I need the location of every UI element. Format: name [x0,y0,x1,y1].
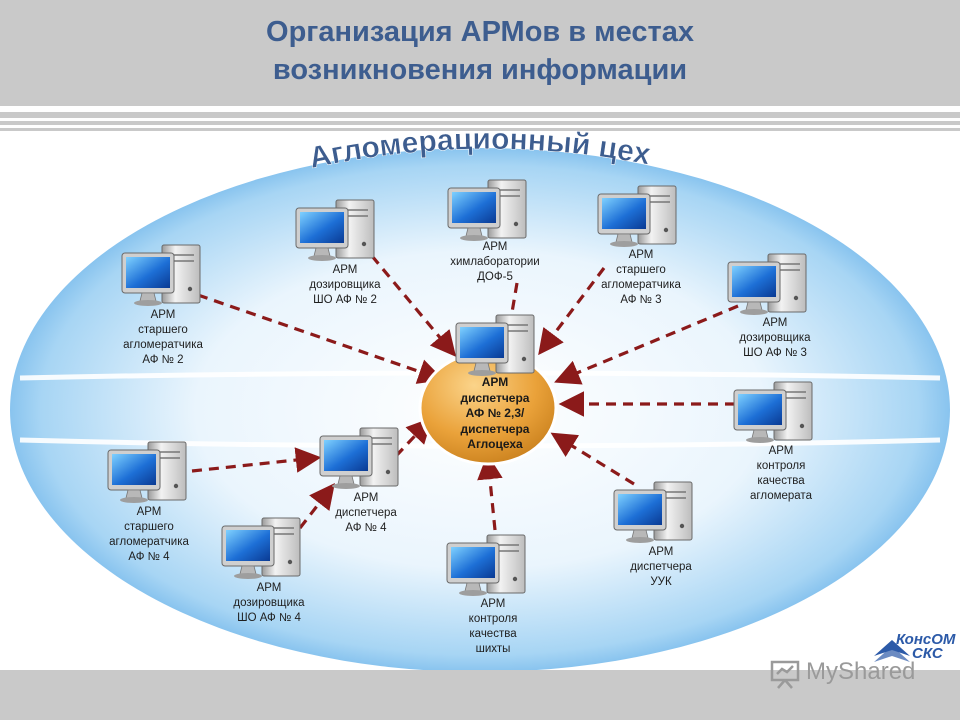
watermark-text: MyShared [806,658,916,685]
link-arrow [298,482,335,529]
divider-stripe [0,112,960,118]
divider-stripe [0,121,960,125]
slide-title-line-2: возникновения информации [272,54,688,86]
hub-label: АРМ диспетчера АФ № 2,3/ диспетчера Агло… [460,375,530,451]
slide-title-line-1: Организация АРМов в местах [266,16,694,48]
link-arrow [550,432,635,486]
link-arrow [498,282,524,343]
link-arrow [191,447,322,473]
link-arrow [197,293,445,384]
title-band [0,0,960,106]
logo-text-line-2: СКС [912,645,943,662]
link-arrow [538,267,606,356]
divider-stripe [0,128,960,131]
presentation-watermark-icon [770,660,800,689]
footer-band [0,670,960,720]
logo-text-line-1: КонсОМ [896,631,956,648]
link-arrow [370,254,457,357]
link-arrow [477,453,503,531]
company-logo-icon [874,640,910,662]
link-arrow [554,304,739,385]
